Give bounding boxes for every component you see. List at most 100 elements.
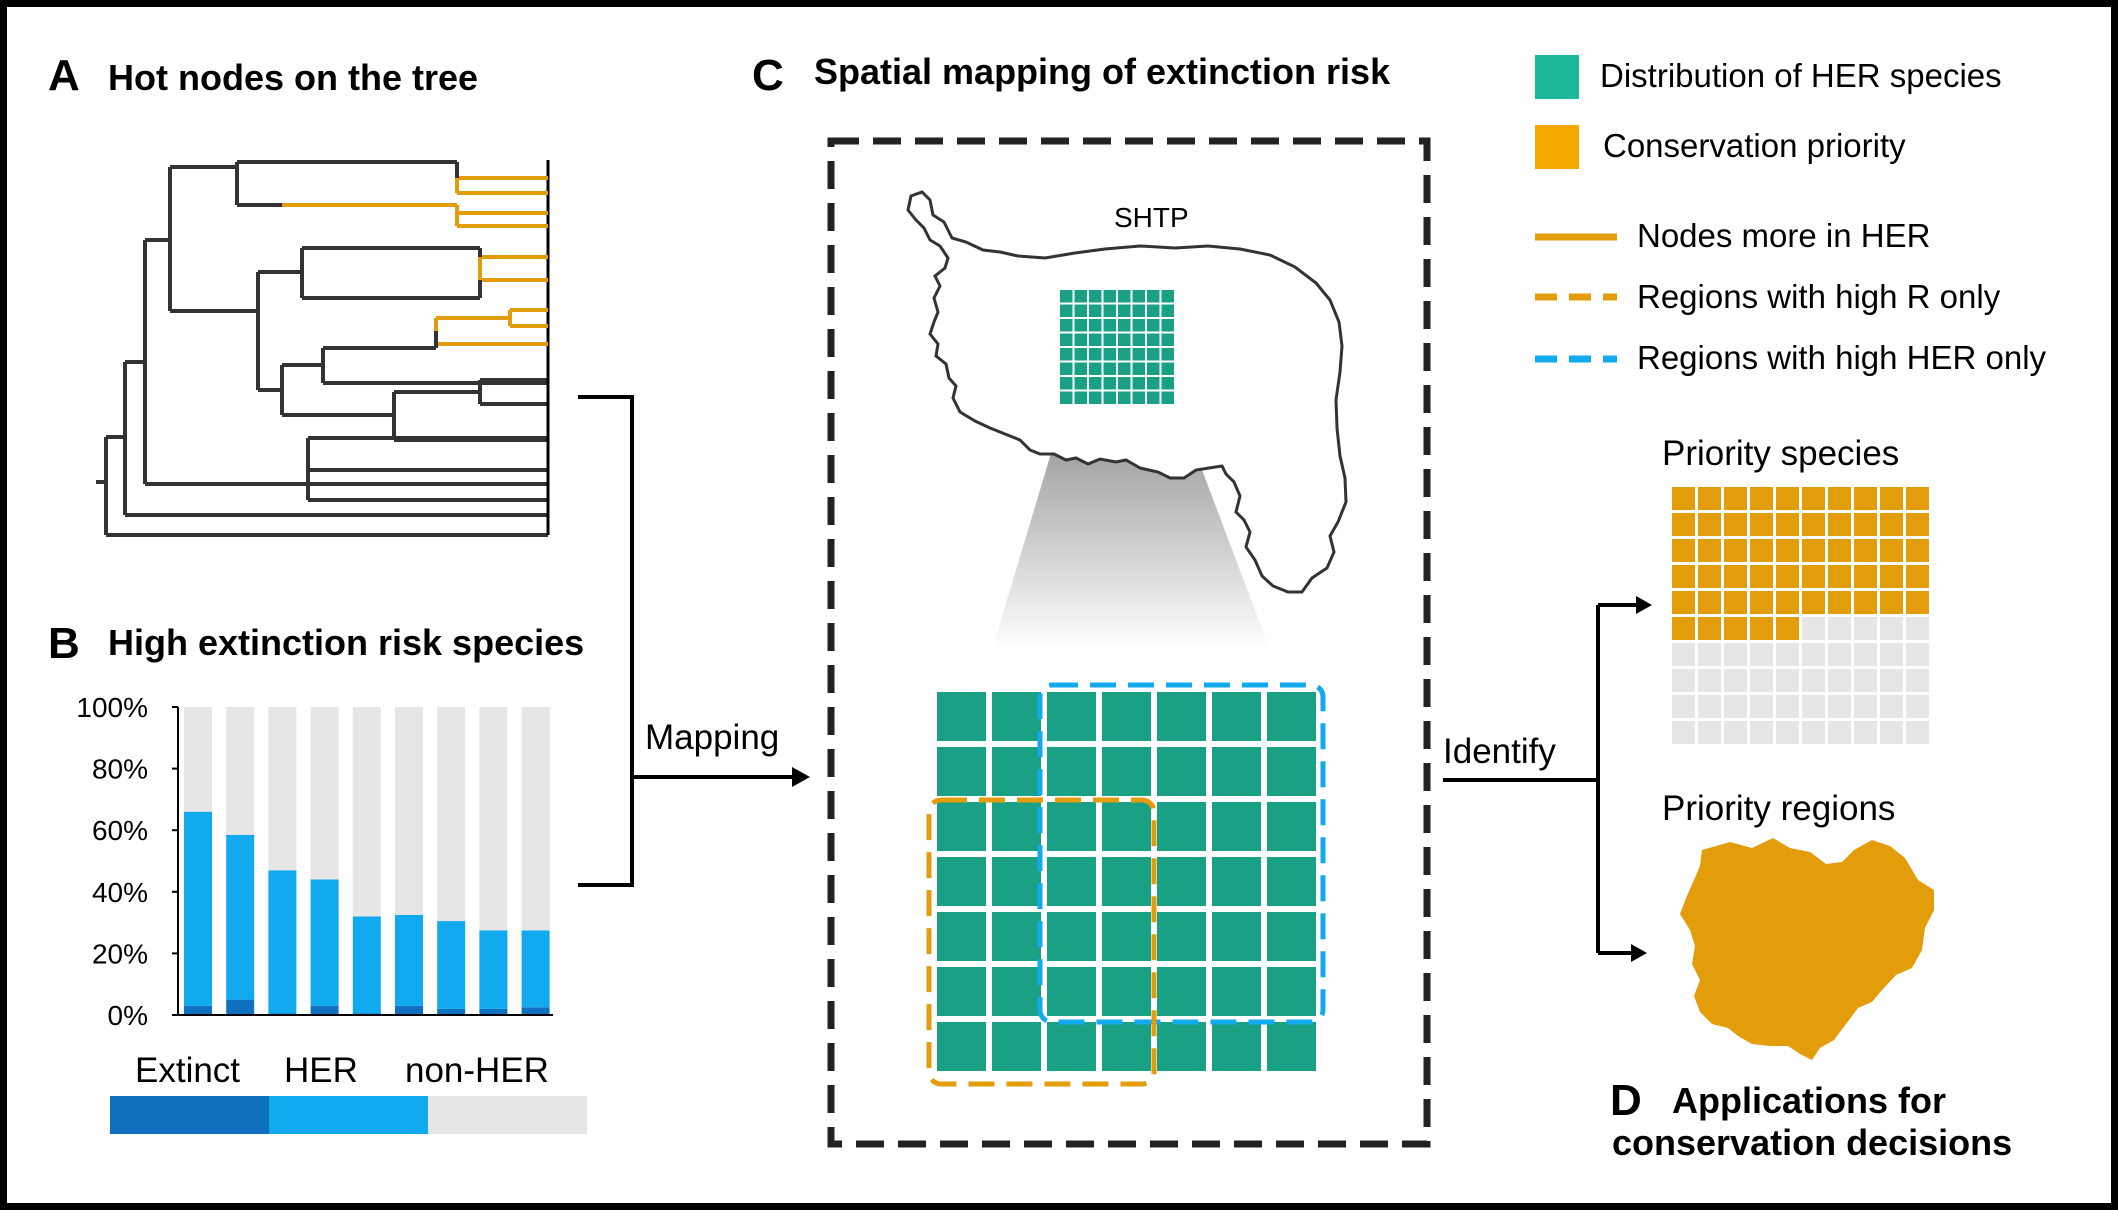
map-cell — [1103, 391, 1116, 404]
priority-species-cell — [1906, 539, 1929, 562]
bar-non-her-9 — [521, 707, 550, 931]
map-cell — [1118, 290, 1131, 303]
other-species-cell — [1906, 617, 1929, 640]
map-cell — [1074, 348, 1087, 361]
y-tick-label: 20% — [92, 938, 148, 969]
priority-species-cell — [1906, 565, 1929, 588]
grid-cell — [1102, 802, 1151, 851]
map-cell — [1118, 319, 1131, 332]
map-cell — [1161, 348, 1174, 361]
other-species-cell — [1828, 643, 1851, 666]
high-her-region-box — [1037, 682, 1326, 1025]
grid-cell — [1267, 692, 1316, 741]
grid-cell — [992, 857, 1041, 906]
map-cell — [1147, 319, 1160, 332]
map-cell — [1118, 304, 1131, 317]
bar-her-8 — [479, 930, 508, 1009]
map-cell — [1103, 290, 1116, 303]
figure-legend: Distribution of HER species Conservation… — [1535, 55, 2047, 376]
map-cell — [1147, 391, 1160, 404]
priority-species-cell — [1750, 591, 1773, 614]
other-species-cell — [1854, 669, 1877, 692]
priority-swatch — [1535, 125, 1579, 169]
y-tick-label: 80% — [92, 754, 148, 785]
other-species-cell — [1776, 695, 1799, 718]
map-cell — [1060, 319, 1073, 332]
priority-species-cell — [1854, 487, 1877, 510]
priority-species-cell — [1828, 539, 1851, 562]
priority-species-cell — [1672, 487, 1695, 510]
grid-cell — [1047, 1022, 1096, 1071]
priority-species-cell — [1802, 487, 1825, 510]
grid-cell — [937, 967, 986, 1016]
grid-cell — [1102, 967, 1151, 1016]
grid-cell — [1267, 912, 1316, 961]
grid-cell — [1212, 1022, 1261, 1071]
priority-species-cell — [1698, 513, 1721, 536]
priority-species-cell — [1776, 513, 1799, 536]
bar-non-her-6 — [395, 707, 423, 915]
priority-species-cell — [1750, 565, 1773, 588]
map-cell — [1161, 290, 1174, 303]
grid-cell — [1047, 912, 1096, 961]
other-species-cell — [1672, 669, 1695, 692]
map-cell — [1132, 391, 1145, 404]
bar-non-her-3 — [268, 707, 297, 871]
other-species-cell — [1672, 695, 1695, 718]
priority-species-cell — [1750, 617, 1773, 640]
other-species-cell — [1802, 643, 1825, 666]
map-cell — [1132, 348, 1145, 361]
stacked-bar-chart: 0%20%40%60%80%100% — [76, 692, 553, 1031]
grid-cell — [937, 1022, 986, 1071]
grid-cell — [992, 802, 1041, 851]
map-cell — [1060, 333, 1073, 346]
legend-her-label: HER — [284, 1051, 358, 1090]
panel-c-title: Spatial mapping of extinction risk — [814, 51, 1391, 92]
map-cell — [1118, 362, 1131, 375]
grid-cell — [1212, 912, 1261, 961]
bar-her-9 — [521, 930, 550, 1008]
priority-species-cell — [1750, 513, 1773, 536]
map-cell — [1161, 362, 1174, 375]
map-cell — [1147, 348, 1160, 361]
bar-her-3 — [268, 870, 297, 1014]
map-cell — [1074, 377, 1087, 390]
other-species-cell — [1750, 695, 1773, 718]
panel-b-title: High extinction risk species — [108, 622, 584, 663]
other-species-cell — [1698, 643, 1721, 666]
map-cell — [1147, 304, 1160, 317]
bar-non-her-7 — [437, 707, 466, 922]
priority-species-cell — [1854, 539, 1877, 562]
other-species-cell — [1880, 643, 1903, 666]
legend-extinct-label: Extinct — [135, 1051, 240, 1090]
chart-legend: Extinct HER non-HER — [110, 1051, 587, 1134]
other-species-cell — [1698, 721, 1721, 744]
priority-species-cell — [1672, 591, 1695, 614]
grid-cell — [992, 912, 1041, 961]
priority-species-cell — [1724, 565, 1747, 588]
legend-high-r-label: Regions with high R only — [1637, 278, 2001, 315]
grid-cell — [1157, 747, 1206, 796]
grid-cell — [1267, 967, 1316, 1016]
priority-species-cell — [1828, 487, 1851, 510]
other-species-cell — [1724, 643, 1747, 666]
priority-species-cell — [1672, 565, 1695, 588]
map-cell — [1074, 391, 1087, 404]
bar-her-4 — [310, 879, 339, 1006]
grid-cell — [1157, 967, 1206, 1016]
priority-species-cell — [1750, 487, 1773, 510]
other-species-cell — [1802, 695, 1825, 718]
map-cell — [1118, 348, 1131, 361]
priority-species-cell — [1828, 591, 1851, 614]
bar-non-her-4 — [310, 707, 339, 880]
map-cell — [1147, 333, 1160, 346]
bar-her-1 — [184, 811, 212, 1006]
priority-species-cell — [1724, 513, 1747, 536]
other-species-cell — [1906, 721, 1929, 744]
panel-b-letter: B — [48, 619, 80, 668]
priority-species-cell — [1906, 487, 1929, 510]
shtp-label: SHTP — [1114, 202, 1189, 233]
priority-species-cell — [1776, 565, 1799, 588]
other-species-cell — [1802, 721, 1825, 744]
